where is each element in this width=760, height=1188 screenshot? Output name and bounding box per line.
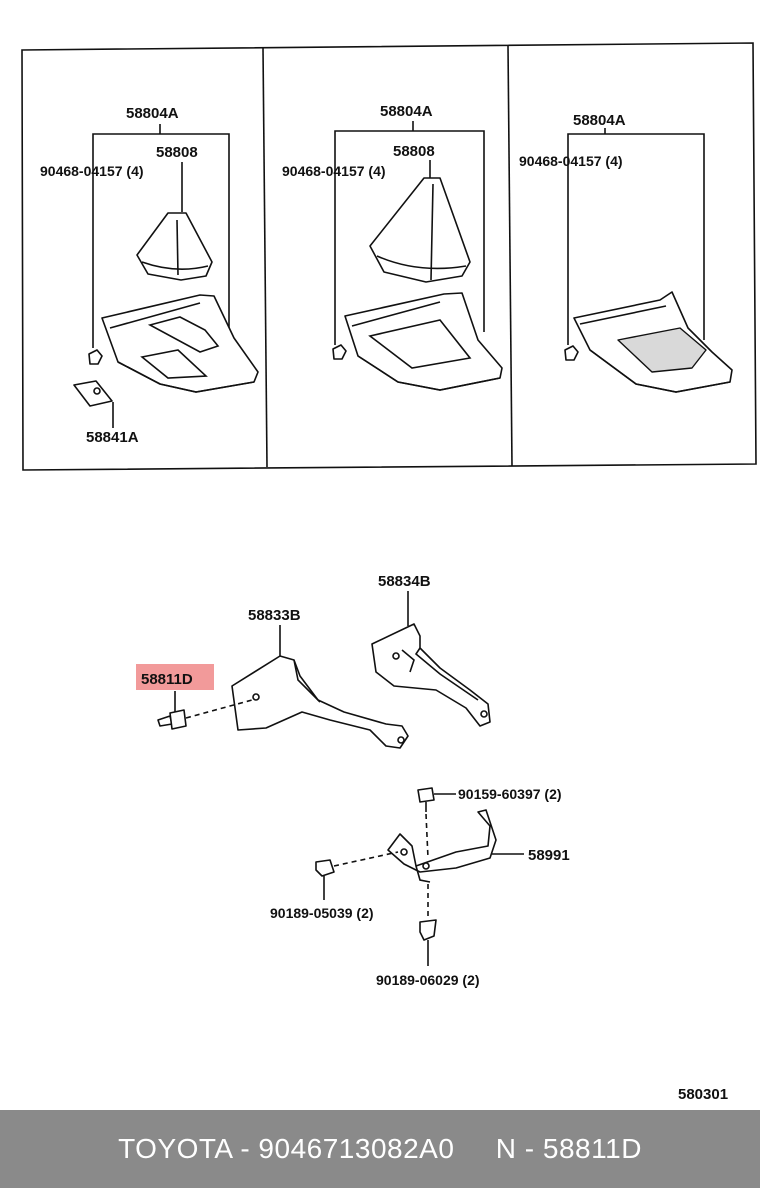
- footer-bar: TOYOTA - 9046713082A0 N - 58811D: [0, 1110, 760, 1188]
- bolt-top: [417, 787, 435, 812]
- lower-exploded-view: 58834B 58833B 58811D: [136, 573, 570, 988]
- panel-2-console-panel: [344, 292, 503, 391]
- panel-3-leader: [567, 133, 705, 345]
- clip-bottom-label: 90189-06029 (2): [376, 972, 480, 988]
- bracket-label: 58991: [528, 847, 570, 864]
- panel-b-part: [371, 623, 491, 727]
- panel-3-console-panel: [573, 291, 733, 393]
- panel-a-label: 58833B: [248, 607, 301, 624]
- clip-left: [315, 859, 335, 877]
- panel-1-pad-label: 58841A: [86, 429, 139, 446]
- screw-highlighted-label[interactable]: 58811D: [141, 671, 193, 688]
- panel-3-clip-label: 90468-04157 (4): [519, 153, 623, 169]
- highlight-box: [136, 664, 214, 690]
- panel-2-shift-boot: [369, 177, 471, 283]
- diagram-number: 580301: [678, 1086, 728, 1103]
- panel-2-leader: [334, 130, 485, 345]
- panel-1-pad: [73, 380, 114, 428]
- panel-1-clip-label: 90468-04157 (4): [40, 163, 144, 179]
- panel-1-assembly-label: 58804A: [126, 105, 179, 122]
- footer-text: TOYOTA - 9046713082A0 N - 58811D: [118, 1133, 642, 1164]
- panel-2-clip-label: 90468-04157 (4): [282, 163, 386, 179]
- panel-2-boot-label: 58808: [393, 143, 435, 160]
- panel-b-label: 58834B: [378, 573, 431, 590]
- panel-1-console-panel: [101, 294, 259, 393]
- parts-diagram: 58804A 58808 90468-04157 (4): [21, 42, 757, 1103]
- panel-1-shift-boot: [136, 212, 213, 281]
- panel-1-leader: [92, 133, 230, 348]
- upper-panels-frame: [21, 42, 757, 471]
- bolt-top-label: 90159-60397 (2): [458, 786, 562, 802]
- panel-2-assembly-label: 58804A: [380, 103, 433, 120]
- clip-left-label: 90189-05039 (2): [270, 905, 374, 921]
- panel-1-boot-label: 58808: [156, 144, 198, 161]
- panel-1: 58804A 58808 90468-04157 (4): [40, 105, 259, 446]
- panel-2-clip: [332, 344, 347, 360]
- screw-58811d[interactable]: [157, 709, 187, 730]
- clip-bottom: [419, 919, 437, 941]
- panel-3: 58804A 90468-04157 (4): [519, 112, 733, 393]
- panel-2: 58804A 58808 90468-04157 (4): [282, 103, 503, 391]
- panel-3-clip: [564, 345, 579, 361]
- panel-3-assembly-label: 58804A: [573, 112, 626, 129]
- bracket-58991: [387, 809, 497, 883]
- panel-a-part: [231, 655, 409, 749]
- panel-1-clip: [88, 349, 103, 365]
